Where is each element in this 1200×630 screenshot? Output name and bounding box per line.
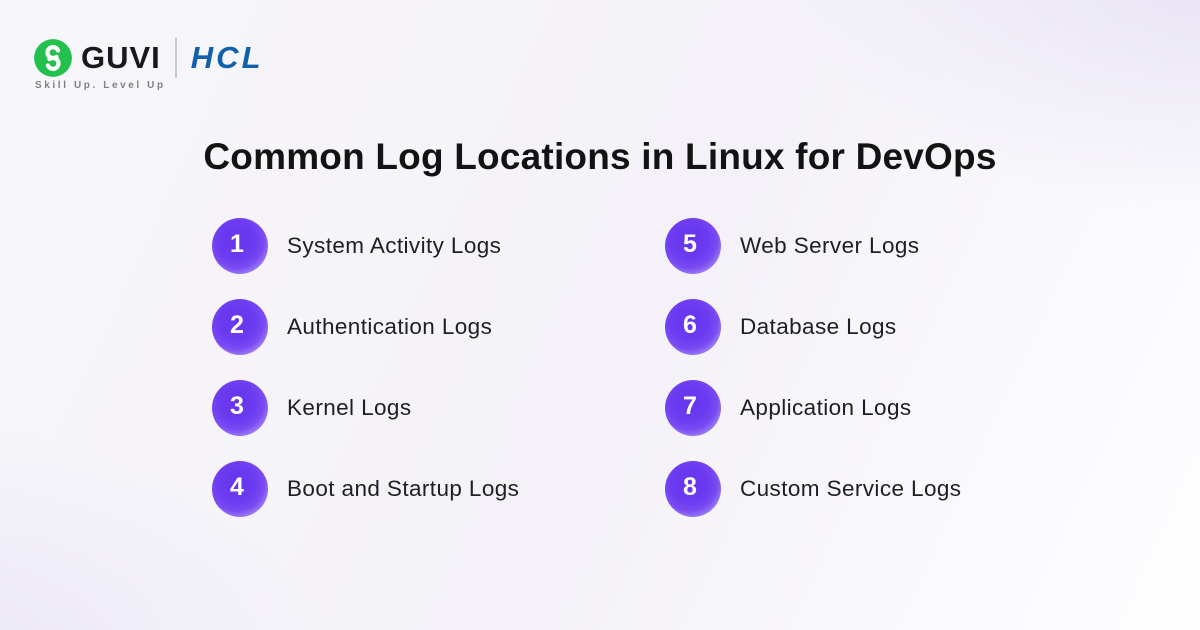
item-label: Authentication Logs <box>287 314 493 339</box>
list-item: 6 Database Logs <box>665 299 961 355</box>
list-item: 2 Authentication Logs <box>212 299 519 355</box>
item-number-badge: 2 <box>212 299 268 355</box>
list-column-right: 5 Web Server Logs 6 Database Logs 7 Appl… <box>665 218 961 542</box>
item-number-badge: 5 <box>665 218 721 274</box>
item-number-badge: 7 <box>665 380 721 436</box>
list-item: 5 Web Server Logs <box>665 218 961 274</box>
guvi-wordmark: GUVI <box>81 40 161 75</box>
item-label: Boot and Startup Logs <box>287 476 520 501</box>
item-label: System Activity Logs <box>287 233 502 258</box>
item-number-badge: 4 <box>212 461 268 517</box>
list-item: 3 Kernel Logs <box>212 380 519 436</box>
item-number-badge: 3 <box>212 380 268 436</box>
item-number-badge: 1 <box>212 218 268 274</box>
list-item: 4 Boot and Startup Logs <box>212 461 519 517</box>
item-label: Custom Service Logs <box>740 476 962 501</box>
item-number-badge: 8 <box>665 461 721 517</box>
item-label: Kernel Logs <box>287 395 412 420</box>
item-label: Application Logs <box>740 395 912 420</box>
item-label: Database Logs <box>740 314 897 339</box>
item-label: Web Server Logs <box>740 233 920 258</box>
brand-divider <box>174 38 177 78</box>
hcl-wordmark: HCL <box>190 40 264 75</box>
guvi-logo-icon <box>34 39 72 77</box>
brand-header: GUVI HCL <box>34 38 264 78</box>
list-item: 1 System Activity Logs <box>212 218 519 274</box>
item-number-badge: 6 <box>665 299 721 355</box>
list-item: 7 Application Logs <box>665 380 961 436</box>
list-item: 8 Custom Service Logs <box>665 461 961 517</box>
list-column-left: 1 System Activity Logs 2 Authentication … <box>212 218 519 542</box>
brand-tagline: Skill Up. Level Up <box>35 80 166 91</box>
page-title: Common Log Locations in Linux for DevOps <box>203 136 997 177</box>
